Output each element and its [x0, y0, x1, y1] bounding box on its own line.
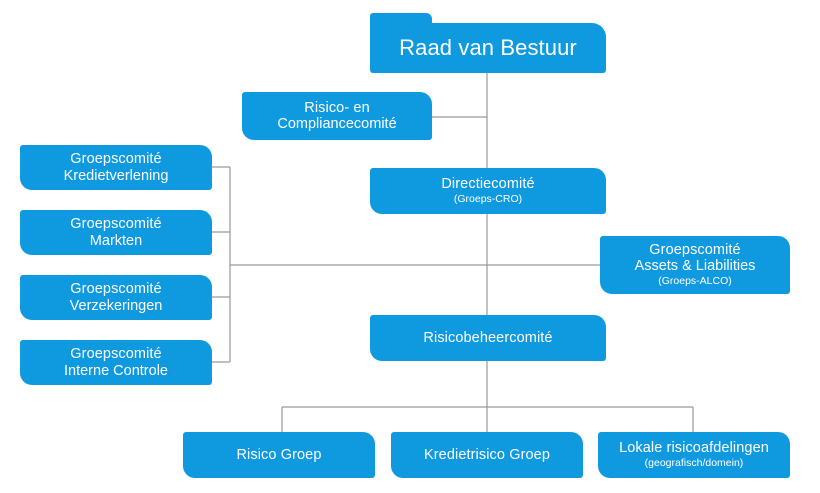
left-committee-1-line1: Groepscomité — [70, 151, 162, 168]
left-committee-2-box: Groepscomité Markten — [20, 210, 212, 255]
left-committee-3-line2: Verzekeringen — [69, 297, 163, 314]
alco-sub: (Groeps-ALCO) — [658, 275, 732, 288]
left-committee-2-line1: Groepscomité — [70, 216, 162, 233]
lokale-risicoafdelingen-sub: (geografisch/domein) — [644, 457, 744, 470]
risk-compliance-line2: Compliancecomité — [277, 116, 397, 132]
alco-line2: Assets & Liabilities — [634, 258, 756, 275]
risk-compliance-line1: Risico- en — [304, 99, 370, 116]
lokale-risicoafdelingen-box: Lokale risicoafdelingen (geografisch/dom… — [598, 432, 790, 478]
risico-groep-box: Risico Groep — [183, 432, 375, 478]
kredietrisico-groep-label: Kredietrisico Groep — [423, 446, 550, 463]
left-committee-2-line2: Markten — [89, 232, 143, 249]
risicobeheercomite-label: Risicobeheercomité — [423, 329, 553, 346]
left-committee-4-line1: Groepscomité — [70, 346, 162, 363]
directiecomite-sub: (Groeps-CRO) — [453, 193, 523, 206]
kredietrisico-groep-box: Kredietrisico Groep — [391, 432, 583, 478]
raad-van-bestuur-label: Raad van Bestuur — [399, 34, 577, 60]
risk-compliance-box: Risico- en Compliancecomité — [242, 92, 432, 140]
raad-van-bestuur-box: Raad van Bestuur — [370, 23, 606, 73]
left-committee-3-line1: Groepscomité — [70, 281, 162, 298]
alco-line1: Groepscomité — [649, 241, 741, 258]
left-committee-4-box: Groepscomité Interne Controle — [20, 340, 212, 385]
alco-box: Groepscomité Assets & Liabilities (Groep… — [600, 236, 790, 294]
risicobeheercomite-box: Risicobeheercomité — [370, 315, 606, 361]
left-committee-1-line2: Kredietverlening — [63, 167, 169, 184]
risico-groep-label: Risico Groep — [236, 446, 322, 463]
left-committee-4-line2: Interne Controle — [64, 362, 168, 379]
lokale-risicoafdelingen-label: Lokale risicoafdelingen — [619, 440, 769, 456]
left-committee-1-box: Groepscomité Kredietverlening — [20, 145, 212, 190]
directiecomite-box: Directiecomité (Groeps-CRO) — [370, 168, 606, 214]
left-committee-3-box: Groepscomité Verzekeringen — [20, 275, 212, 320]
directiecomite-label: Directiecomité — [441, 176, 535, 192]
